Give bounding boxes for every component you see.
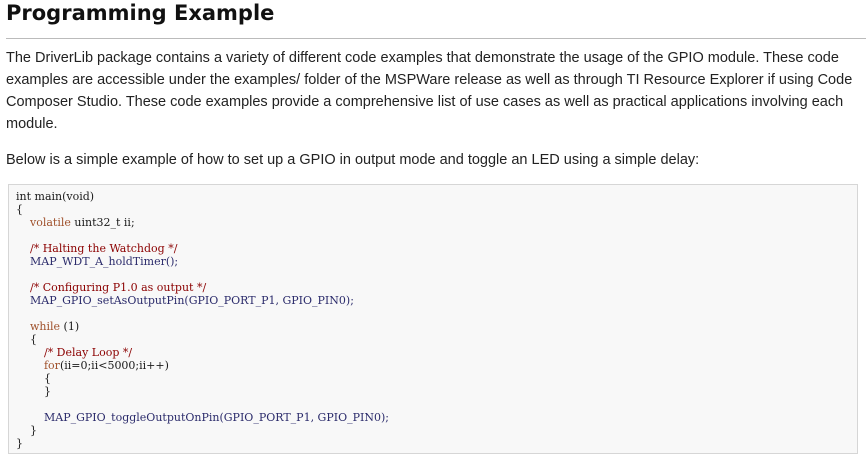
code-line: } (16, 424, 857, 437)
code-token: /* Halting the Watchdog */ (30, 242, 178, 255)
code-token: MAP_GPIO_toggleOutputOnPin(GPIO_PORT_P1,… (43, 411, 389, 424)
page-title: Programming Example (6, 1, 275, 25)
code-line: { (16, 333, 857, 346)
code-block[interactable]: int main(void){ volatile uint32_t ii; /*… (8, 184, 858, 454)
code-token: (ii=0;ii<5000;ii++) (59, 359, 169, 372)
code-token: } (30, 424, 37, 437)
code-line: /* Halting the Watchdog */ (16, 242, 857, 255)
code-line: for(ii=0;ii<5000;ii++) (16, 359, 857, 372)
intro-paragraph: The DriverLib package contains a variety… (6, 50, 853, 132)
code-token: MAP_GPIO_setAsOutputPin(GPIO_PORT_P1, GP… (30, 294, 354, 307)
code-line: /* Delay Loop */ (16, 346, 857, 359)
code-line: { (16, 372, 857, 385)
code-line: int main(void) (16, 190, 857, 203)
example-intro-paragraph: Below is a simple example of how to set … (6, 149, 858, 171)
code-token: /* Configuring P1.0 as output */ (30, 281, 207, 294)
code-token: { (43, 372, 51, 385)
code-line: } (16, 385, 857, 398)
code-token: MAP_WDT_A_holdTimer(); (30, 255, 179, 268)
code-token: main(void) (31, 190, 95, 203)
code-line (16, 229, 857, 242)
code-token: int (16, 190, 32, 203)
code-token: { (16, 203, 23, 216)
example-intro-text: Below is a simple example of how to set … (6, 152, 700, 168)
code-line (16, 307, 857, 320)
code-token: (1) (60, 320, 80, 333)
code-token: { (30, 333, 37, 346)
code-token: /* Delay Loop */ (43, 346, 133, 359)
title-divider (6, 38, 866, 39)
code-token: while (30, 320, 61, 333)
code-line (16, 268, 857, 281)
code-token: volatile (30, 216, 71, 229)
code-line: MAP_GPIO_setAsOutputPin(GPIO_PORT_P1, GP… (16, 294, 857, 307)
code-line: MAP_GPIO_toggleOutputOnPin(GPIO_PORT_P1,… (16, 411, 857, 424)
code-line: while (1) (16, 320, 857, 333)
code-line: } (16, 437, 857, 450)
code-token: for (43, 359, 60, 372)
code-line: /* Configuring P1.0 as output */ (16, 281, 857, 294)
code-token: } (43, 385, 51, 398)
code-listing: int main(void){ volatile uint32_t ii; /*… (16, 190, 857, 450)
code-token: } (16, 437, 23, 450)
code-line: { (16, 203, 857, 216)
code-token: uint32_t ii; (70, 216, 135, 229)
code-line (16, 398, 857, 411)
code-line: volatile uint32_t ii; (16, 216, 857, 229)
code-line: MAP_WDT_A_holdTimer(); (16, 255, 857, 268)
